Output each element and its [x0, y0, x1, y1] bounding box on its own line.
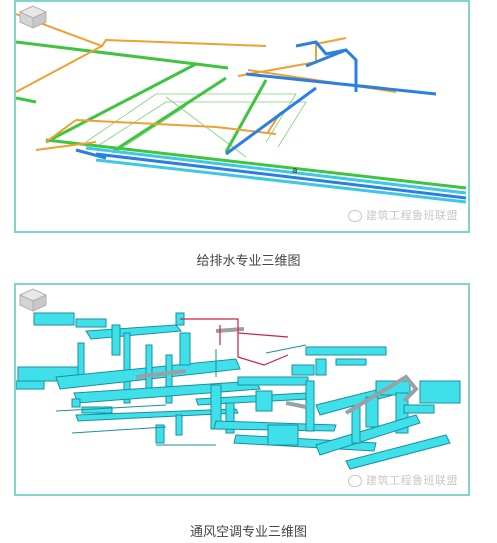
watermark: 建筑工程鲁班联盟	[348, 207, 458, 223]
viewcube-icon	[18, 288, 48, 312]
red-pipes	[180, 318, 289, 366]
plumbing-drawing: a	[16, 13, 467, 204]
cyan-pipes	[85, 146, 467, 204]
hvac-3d-view: 建筑工程鲁班联盟	[14, 283, 470, 496]
watermark: 建筑工程鲁班联盟	[348, 472, 458, 488]
ducts	[16, 312, 461, 470]
pipe-label-a: a	[292, 166, 298, 176]
viewcube-icon	[18, 5, 48, 29]
hvac-drawing	[16, 312, 461, 470]
wechat-icon	[348, 210, 362, 222]
green-pipes	[16, 40, 467, 190]
wechat-icon	[348, 475, 362, 487]
blue-pipes	[75, 40, 467, 200]
figure-caption: 给排水专业三维图	[196, 254, 301, 269]
thin-duct-lines	[55, 344, 307, 446]
figure-caption: 通风空调专业三维图	[189, 525, 307, 540]
gray-ducts	[135, 327, 419, 415]
plumbing-3d-view: a 建筑工程鲁班联盟	[14, 0, 470, 233]
